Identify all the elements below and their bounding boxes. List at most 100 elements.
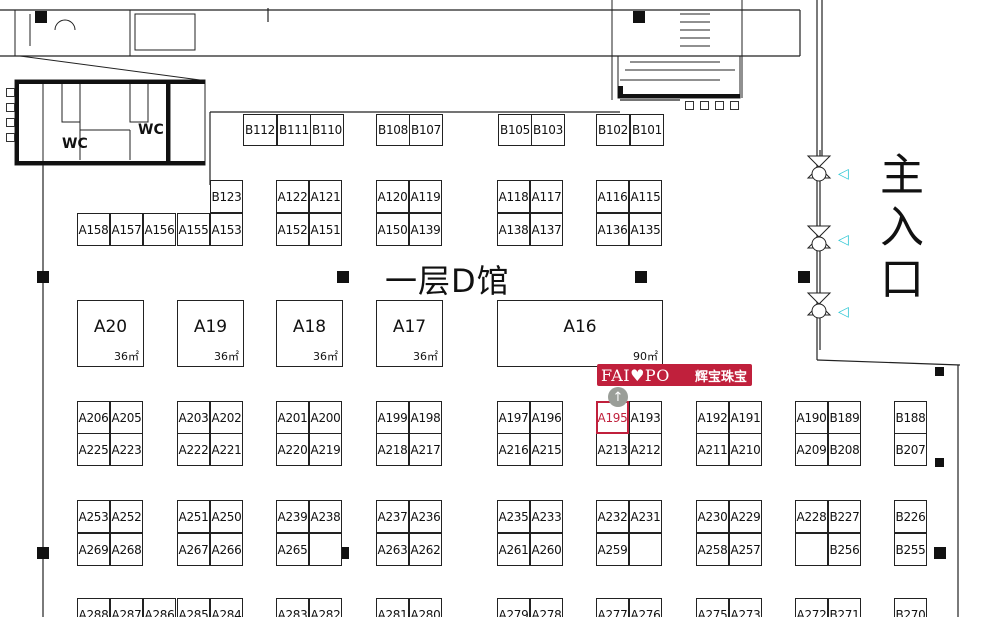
booth-a122[interactable]: A122	[276, 180, 309, 213]
booth-a253[interactable]: A253	[77, 500, 110, 533]
booth-a199[interactable]: A199	[376, 401, 409, 434]
booth-b255[interactable]: B255	[894, 533, 927, 566]
booth-a206[interactable]: A206	[77, 401, 110, 434]
booth-b107[interactable]: B107	[409, 114, 443, 146]
booth-a193[interactable]: A193	[629, 401, 662, 434]
booth-b108[interactable]: B108	[376, 114, 410, 146]
booth-b102[interactable]: B102	[596, 114, 630, 146]
booth-a201[interactable]: A201	[276, 401, 309, 434]
booth-a229[interactable]: A229	[729, 500, 762, 533]
booth-a152[interactable]: A152	[276, 213, 309, 246]
booth-b188[interactable]: B188	[894, 401, 927, 434]
booth-a280[interactable]: A280	[409, 598, 442, 617]
large-booth[interactable]: A18 36㎡	[276, 300, 343, 367]
booth-a288[interactable]: A288	[77, 598, 110, 617]
booth-a218[interactable]: A218	[376, 433, 409, 466]
booth-a258[interactable]: A258	[696, 533, 729, 566]
booth-a278[interactable]: A278	[530, 598, 563, 617]
booth-b227[interactable]: B227	[828, 500, 861, 533]
booth-a222[interactable]: A222	[177, 433, 210, 466]
booth-a158[interactable]: A158	[77, 213, 110, 246]
booth-a213[interactable]: A213	[596, 433, 629, 466]
large-booth[interactable]: A20 36㎡	[77, 300, 144, 367]
booth-a136[interactable]: A136	[596, 213, 629, 246]
booth-a279[interactable]: A279	[497, 598, 530, 617]
booth-a275[interactable]: A275	[696, 598, 729, 617]
booth-a277[interactable]: A277	[596, 598, 629, 617]
booth-a219[interactable]: A219	[309, 433, 342, 466]
booth-a285[interactable]: A285	[177, 598, 210, 617]
booth-a239[interactable]: A239	[276, 500, 309, 533]
booth-b271[interactable]: B271	[828, 598, 861, 617]
booth-unlabeled[interactable]	[629, 533, 662, 566]
booth-a139[interactable]: A139	[409, 213, 442, 246]
booth-a261[interactable]: A261	[497, 533, 530, 566]
booth-a235[interactable]: A235	[497, 500, 530, 533]
booth-a221[interactable]: A221	[210, 433, 243, 466]
booth-a250[interactable]: A250	[210, 500, 243, 533]
booth-a117[interactable]: A117	[530, 180, 563, 213]
booth-a120[interactable]: A120	[376, 180, 409, 213]
booth-a155[interactable]: A155	[177, 213, 210, 246]
booth-a233[interactable]: A233	[530, 500, 563, 533]
booth-b111[interactable]: B111	[277, 114, 311, 146]
booth-a205[interactable]: A205	[110, 401, 143, 434]
booth-a286[interactable]: A286	[143, 598, 176, 617]
booth-a135[interactable]: A135	[629, 213, 662, 246]
booth-a260[interactable]: A260	[530, 533, 563, 566]
booth-unlabeled[interactable]	[309, 533, 342, 566]
booth-a236[interactable]: A236	[409, 500, 442, 533]
exhibitor-logo[interactable]: FAI♥PO 辉宝珠宝	[597, 364, 752, 386]
location-pin-icon[interactable]: ↑	[608, 387, 628, 407]
booth-a284[interactable]: A284	[210, 598, 243, 617]
booth-a268[interactable]: A268	[110, 533, 143, 566]
booth-a237[interactable]: A237	[376, 500, 409, 533]
booth-a273[interactable]: A273	[729, 598, 762, 617]
booth-a192[interactable]: A192	[696, 401, 729, 434]
booth-a263[interactable]: A263	[376, 533, 409, 566]
booth-a216[interactable]: A216	[497, 433, 530, 466]
large-booth[interactable]: A19 36㎡	[177, 300, 244, 367]
large-booth[interactable]: A17 36㎡	[376, 300, 443, 367]
booth-a157[interactable]: A157	[110, 213, 143, 246]
booth-a116[interactable]: A116	[596, 180, 629, 213]
booth-unlabeled[interactable]	[795, 533, 828, 566]
booth-b105[interactable]: B105	[498, 114, 532, 146]
booth-b112[interactable]: B112	[243, 114, 277, 146]
booth-a198[interactable]: A198	[409, 401, 442, 434]
booth-a196[interactable]: A196	[530, 401, 563, 434]
booth-a150[interactable]: A150	[376, 213, 409, 246]
booth-a195[interactable]: A195	[596, 401, 629, 434]
booth-a151[interactable]: A151	[309, 213, 342, 246]
booth-a202[interactable]: A202	[210, 401, 243, 434]
booth-a220[interactable]: A220	[276, 433, 309, 466]
booth-a265[interactable]: A265	[276, 533, 309, 566]
booth-a190[interactable]: A190	[795, 401, 828, 434]
large-booth[interactable]: A16 90㎡	[497, 300, 663, 367]
booth-b226[interactable]: B226	[894, 500, 927, 533]
booth-a287[interactable]: A287	[110, 598, 143, 617]
booth-a153[interactable]: A153	[210, 213, 243, 246]
booth-a138[interactable]: A138	[497, 213, 530, 246]
booth-a259[interactable]: A259	[596, 533, 629, 566]
booth-a231[interactable]: A231	[629, 500, 662, 533]
booth-a276[interactable]: A276	[629, 598, 662, 617]
booth-a119[interactable]: A119	[409, 180, 442, 213]
booth-a203[interactable]: A203	[177, 401, 210, 434]
booth-a269[interactable]: A269	[77, 533, 110, 566]
booth-b123[interactable]: B123	[210, 180, 243, 213]
booth-b189[interactable]: B189	[828, 401, 861, 434]
booth-a211[interactable]: A211	[696, 433, 729, 466]
booth-a281[interactable]: A281	[376, 598, 409, 617]
booth-a215[interactable]: A215	[530, 433, 563, 466]
booth-a251[interactable]: A251	[177, 500, 210, 533]
booth-b101[interactable]: B101	[630, 114, 664, 146]
booth-a197[interactable]: A197	[497, 401, 530, 434]
booth-a217[interactable]: A217	[409, 433, 442, 466]
booth-a262[interactable]: A262	[409, 533, 442, 566]
booth-a228[interactable]: A228	[795, 500, 828, 533]
booth-a267[interactable]: A267	[177, 533, 210, 566]
booth-a282[interactable]: A282	[309, 598, 342, 617]
booth-a283[interactable]: A283	[276, 598, 309, 617]
booth-a238[interactable]: A238	[309, 500, 342, 533]
